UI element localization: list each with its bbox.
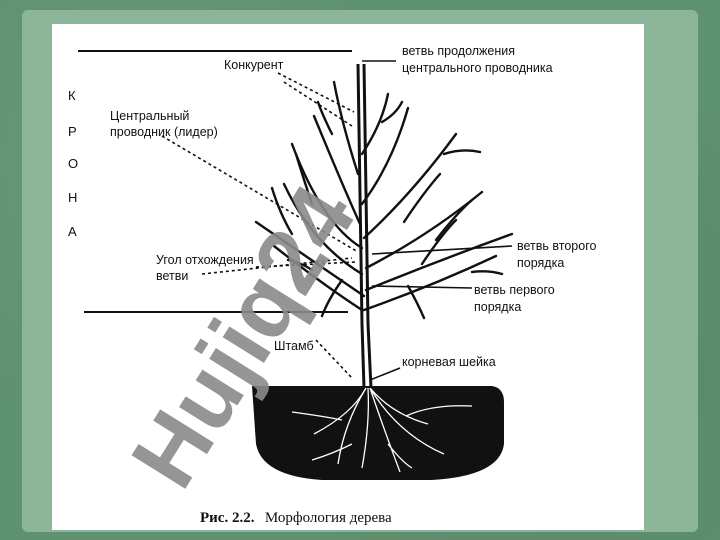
caption-number: Рис. 2.2. — [200, 510, 255, 526]
label-second-order-1: ветвь второго — [517, 239, 596, 253]
branches — [254, 80, 514, 320]
crown-letter-3: О — [68, 156, 78, 171]
label-first-order-2: порядка — [474, 300, 521, 314]
label-competitor: Конкурент — [224, 58, 284, 72]
label-second-order-2: порядка — [517, 256, 564, 270]
crown-letter-1: К — [68, 88, 76, 103]
crown-letter-5: А — [68, 224, 77, 239]
crown-letter-4: Н — [68, 190, 77, 205]
tree-morphology-diagram: К Р О Н А ветвь продолжения центрального… — [68, 44, 596, 526]
label-root-collar: корневая шейка — [402, 355, 496, 369]
label-branch-angle-1: Угол отхождения — [156, 253, 254, 267]
crown-letter-2: Р — [68, 124, 77, 139]
label-branch-angle-2: ветви — [156, 269, 188, 283]
roots — [291, 387, 473, 473]
label-central-leader-1: Центральный — [110, 109, 189, 123]
caption-title: Морфология дерева — [265, 510, 392, 526]
leader-lines — [161, 60, 513, 381]
label-first-order-1: ветвь первого — [474, 283, 555, 297]
label-leader-continuation-2: центрального проводника — [402, 61, 553, 75]
figure-caption: Рис. 2.2. Морфология дерева — [200, 509, 392, 526]
label-central-leader-2: проводник (лидер) — [110, 125, 218, 139]
label-leader-continuation-1: ветвь продолжения — [402, 44, 515, 58]
soil — [252, 386, 504, 480]
figure-paper: К Р О Н А ветвь продолжения центрального… — [52, 24, 644, 530]
label-trunk: Штамб — [274, 339, 314, 353]
